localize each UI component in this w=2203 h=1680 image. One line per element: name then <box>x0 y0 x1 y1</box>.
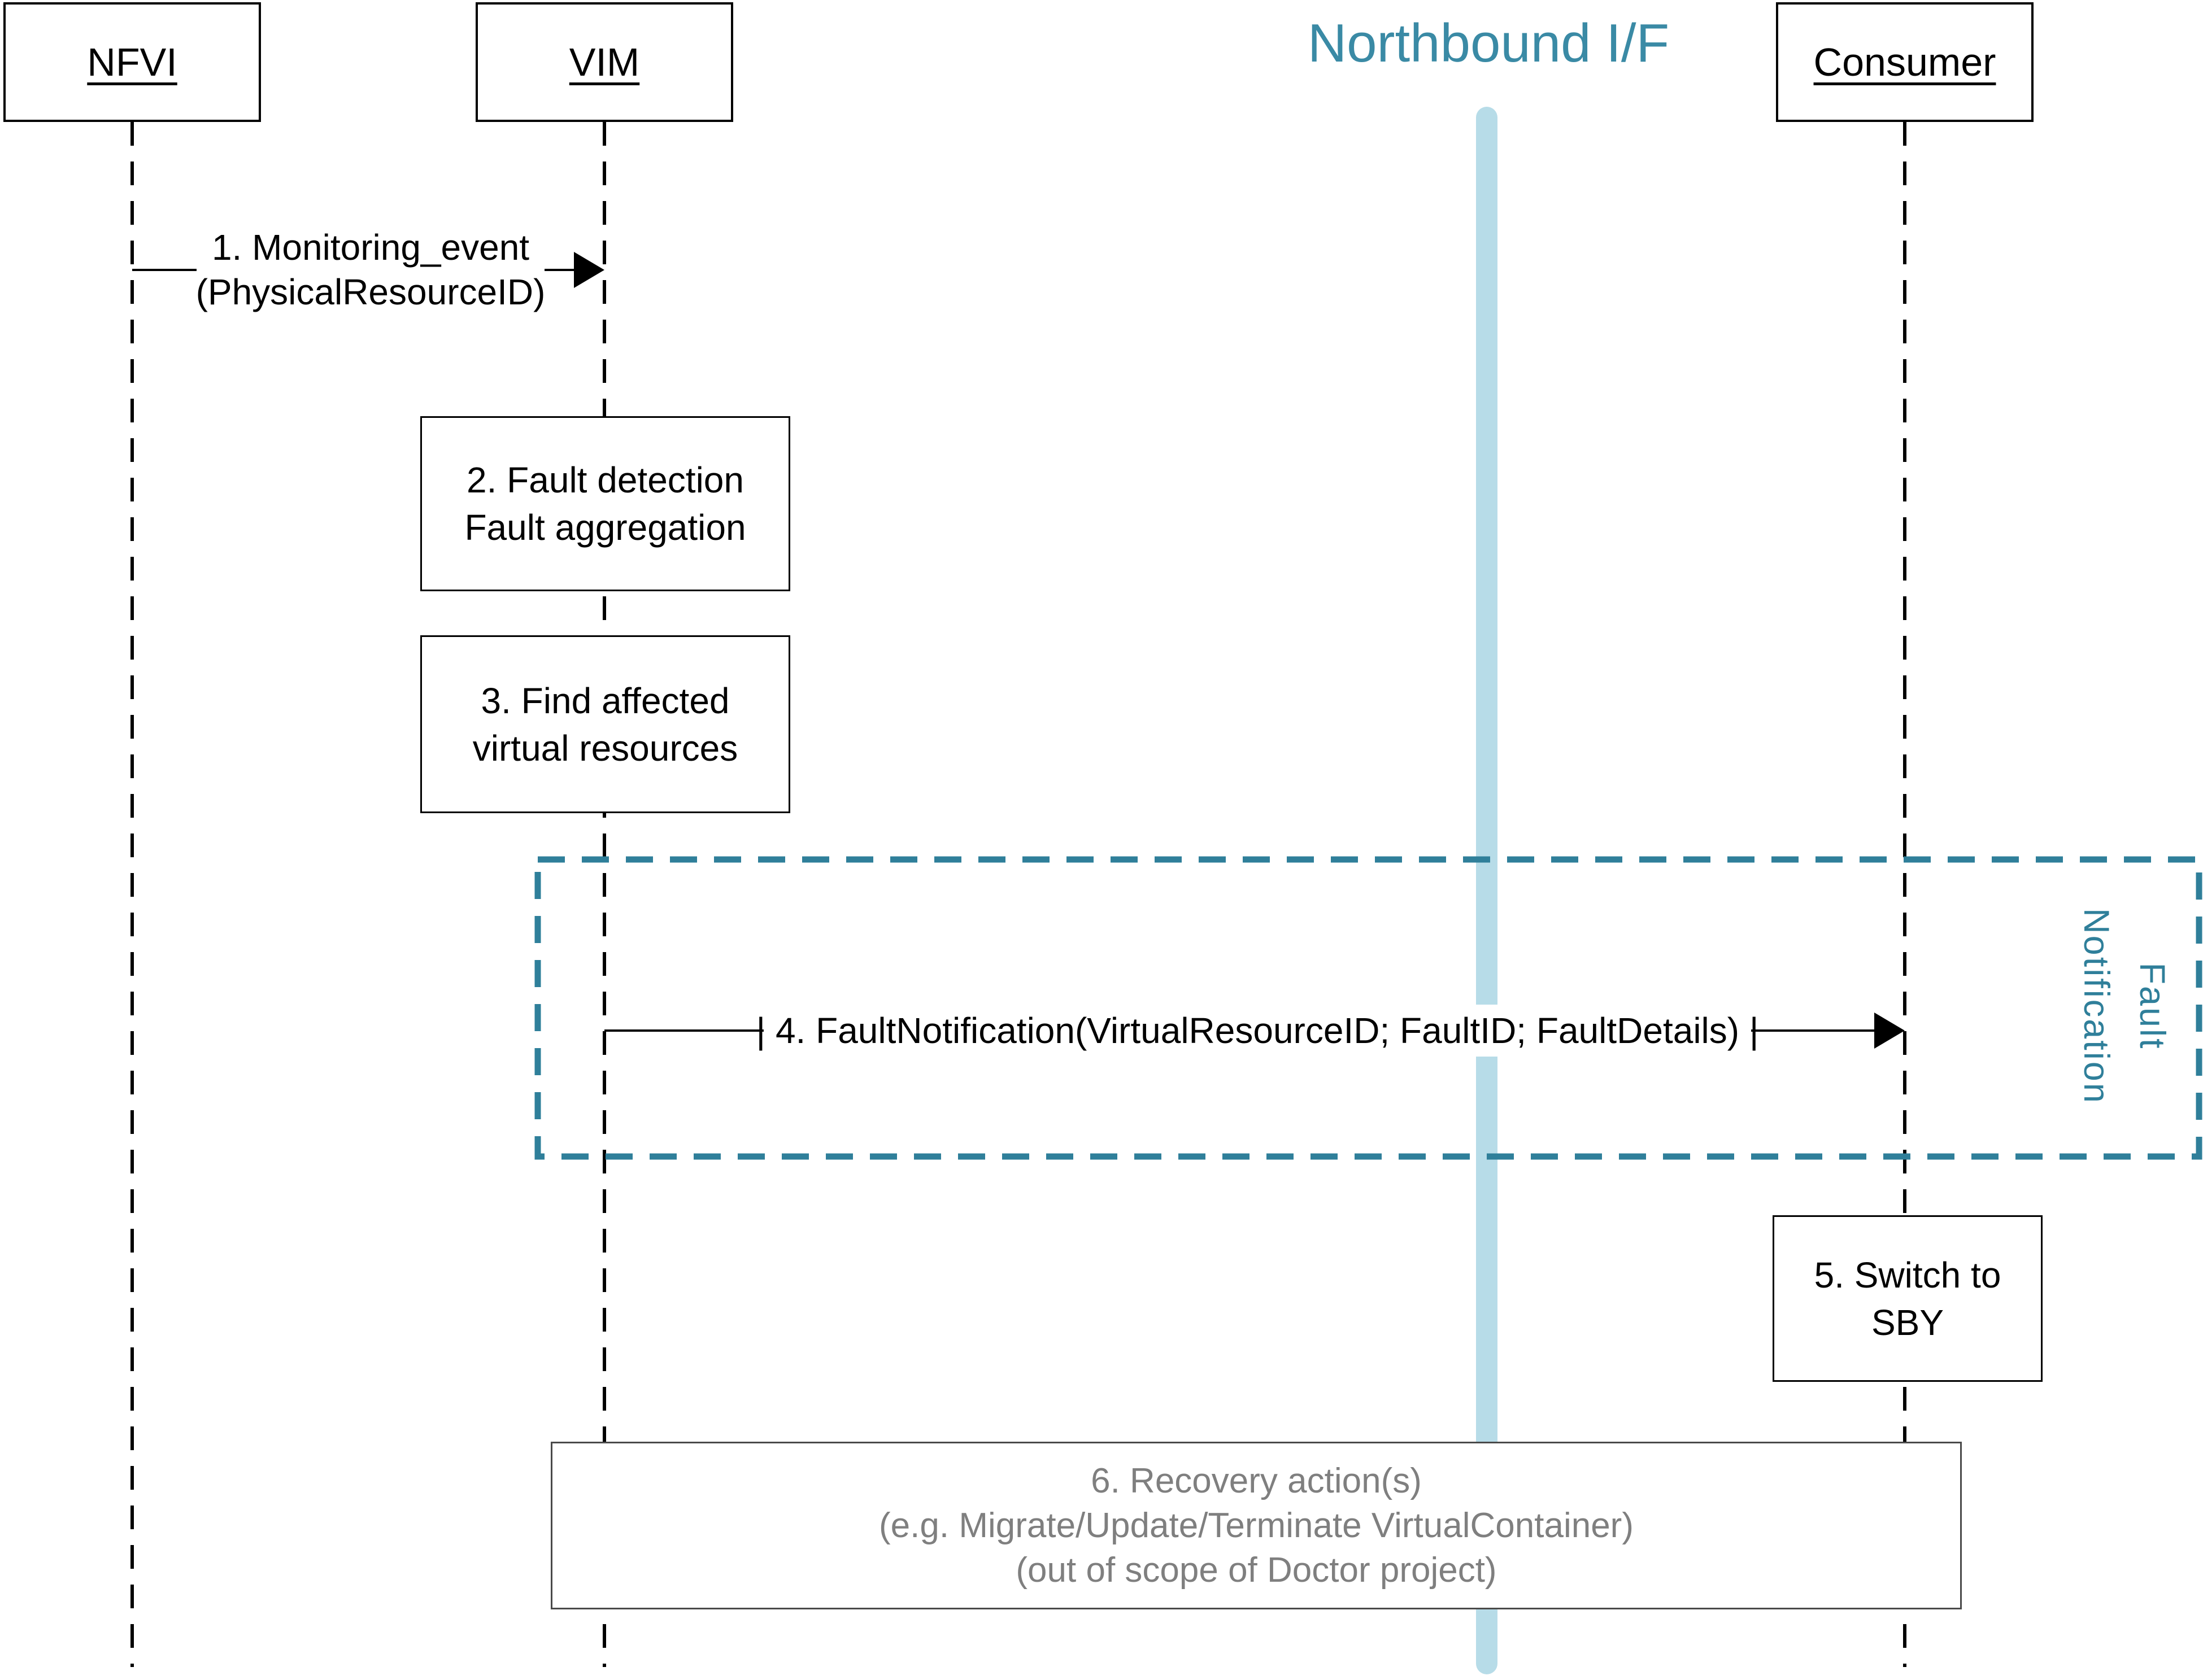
actor-box-vim: VIM <box>476 2 733 122</box>
activity-5-line1: 5. Switch to <box>1814 1254 2001 1295</box>
message-4-arrowhead <box>1874 1013 1905 1049</box>
activity-6-line1: 6. Recovery action(s) <box>1091 1461 1422 1500</box>
activity-6-line2: (e.g. Migrate/Update/Terminate VirtualCo… <box>879 1506 1634 1545</box>
actor-box-consumer: Consumer <box>1776 2 2034 122</box>
fault-notification-group-frame <box>534 856 2202 1160</box>
message-4-label: | 4. FaultNotification(VirtualResourceID… <box>756 1005 1758 1057</box>
northbound-interface-title: Northbound I/F <box>1307 13 1670 73</box>
actor-label-consumer: Consumer <box>1813 40 1996 84</box>
activity-5-line2: SBY <box>1871 1302 1944 1343</box>
activity-2-line1: 2. Fault detection <box>467 460 744 500</box>
activity-box-switch-to-sby: 5. Switch to SBY <box>1773 1215 2043 1382</box>
activity-6-line3: (out of scope of Doctor project) <box>1016 1551 1497 1590</box>
group-label-line2: Notification <box>2076 908 2116 1105</box>
group-label-line1: Fault <box>2132 962 2172 1050</box>
message-1-label-line1: 1. Monitoring_event <box>211 227 530 268</box>
actor-label-vim: VIM <box>569 40 640 84</box>
activity-3-line1: 3. Find affected <box>481 680 730 721</box>
actor-label-nfvi: NFVI <box>87 40 177 84</box>
activity-box-fault-detection: 2. Fault detection Fault aggregation <box>420 416 790 591</box>
message-1-label-line2: (PhysicalResourceID) <box>195 272 546 312</box>
message-1-arrowhead <box>574 252 604 288</box>
activity-box-find-affected-resources: 3. Find affected virtual resources <box>420 635 790 813</box>
activity-2-line2: Fault aggregation <box>464 507 746 548</box>
actor-box-nfvi: NFVI <box>3 2 261 122</box>
activity-3-line2: virtual resources <box>472 727 738 769</box>
message-1-label: 1. Monitoring_event (PhysicalResourceID) <box>195 225 546 315</box>
activity-box-recovery-actions: 6. Recovery action(s) (e.g. Migrate/Upda… <box>551 1442 1962 1609</box>
